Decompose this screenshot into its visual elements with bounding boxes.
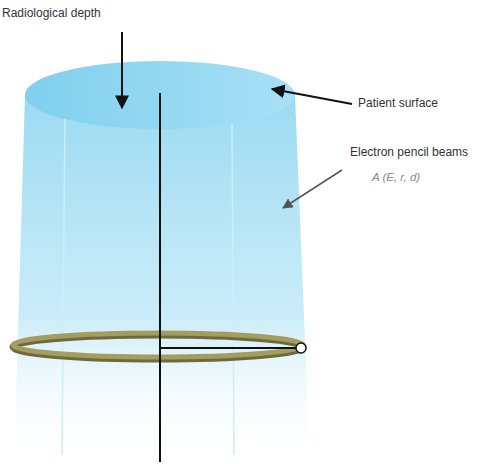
beam-volume (14, 95, 310, 464)
pencil-beam (232, 120, 234, 455)
leader-arrow (121, 32, 123, 108)
pencil-beam (62, 110, 65, 455)
leader-arrow (272, 89, 352, 104)
leader-arrow (283, 170, 342, 208)
radius-line (160, 347, 296, 349)
point-marker (296, 343, 306, 353)
formula-label: A (E, r, d) (372, 171, 420, 185)
annulus-ring (13, 333, 303, 357)
central-axis (159, 93, 161, 462)
beam-label: Electron pencil beams (350, 145, 468, 159)
surface-label: Patient surface (358, 96, 438, 110)
axis-label: Radiological depth (2, 6, 101, 20)
